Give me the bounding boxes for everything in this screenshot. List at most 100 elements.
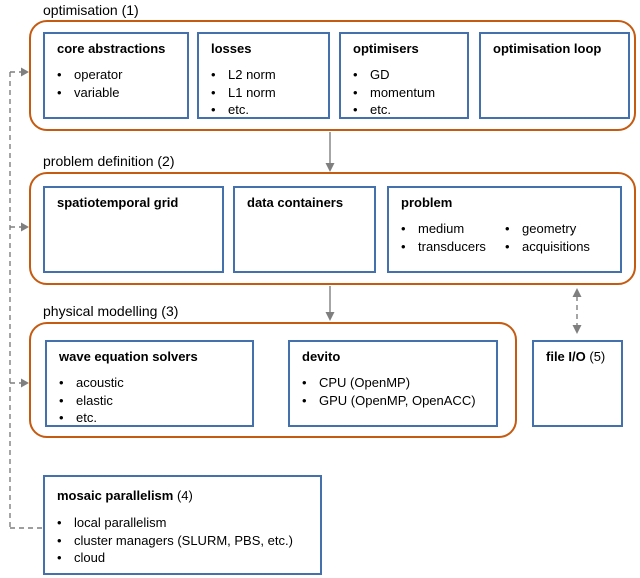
list-item: •L2 norm <box>211 66 320 84</box>
list-item-label: operator <box>74 67 123 82</box>
list-item-label: etc. <box>228 102 249 117</box>
bullet-icon: • <box>353 67 358 82</box>
list-item-label: elastic <box>76 392 113 408</box>
list-item: • local parallelism <box>57 514 312 532</box>
list-item-label: transducers <box>418 238 486 254</box>
box-title: devito <box>302 349 341 364</box>
list-item: • L1 norm <box>211 84 320 102</box>
arrowhead-right-icon <box>21 378 29 388</box>
bullet-column-left: •medium • transducers <box>401 220 505 255</box>
bullet-icon: • <box>505 221 510 236</box>
bullet-icon: • <box>211 84 216 100</box>
box-optimisers: optimisers • GD • momentum • etc. <box>339 32 469 119</box>
list-item: • operator <box>57 66 179 84</box>
bullet-list: •L2 norm • L1 norm • etc. <box>211 66 320 119</box>
list-item-label: local parallelism <box>74 515 167 530</box>
list-item: • etc. <box>353 101 459 119</box>
list-item-label: variable <box>74 84 120 100</box>
box-title: file I/O (5) <box>546 349 613 365</box>
list-item: • cluster managers (SLURM, PBS, etc.) <box>57 532 312 550</box>
box-title-suffix: (5) <box>589 349 606 364</box>
box-title-text: mosaic parallelism <box>57 488 174 503</box>
list-item: • geometry <box>505 220 590 238</box>
arrowhead-down-icon <box>572 325 582 334</box>
box-title: optimisers <box>353 41 419 56</box>
box-title: losses <box>211 41 252 56</box>
list-item: • acquisitions <box>505 238 590 256</box>
list-item-label: cluster managers (SLURM, PBS, etc.) <box>74 532 293 548</box>
bullet-icon: • <box>59 410 64 425</box>
list-item-label: etc. <box>76 410 97 425</box>
bullet-icon: • <box>59 392 64 408</box>
box-title: optimisation loop <box>493 41 602 56</box>
box-title: spatiotemporal grid <box>57 195 179 210</box>
section-label-physical-modelling: physical modelling (3) <box>43 303 179 319</box>
bullet-icon: • <box>401 238 406 254</box>
list-item-label: acquisitions <box>522 238 590 254</box>
box-problem: problem •medium • transducers • geometry •… <box>387 186 622 273</box>
bullet-list: •CPU (OpenMP) •GPU (OpenMP, OpenACC) <box>302 374 488 409</box>
box-title: wave equation solvers <box>59 349 198 364</box>
box-title: problem <box>401 195 453 210</box>
bullet-icon: • <box>211 102 216 117</box>
list-item-label: acoustic <box>76 375 124 390</box>
box-wave-equation-solvers: wave equation solvers • acoustic • elastic… <box>45 340 254 427</box>
box-title-text: file I/O <box>546 349 586 364</box>
bullet-icon: • <box>57 550 62 565</box>
list-item: • etc. <box>211 101 320 119</box>
bullet-list: • operator • variable <box>57 66 179 101</box>
list-item: • elastic <box>59 392 244 410</box>
list-item: •GPU (OpenMP, OpenACC) <box>302 392 488 410</box>
box-title-suffix: (4) <box>176 488 193 503</box>
bullet-icon: • <box>302 392 307 408</box>
list-item-label: momentum <box>370 84 436 100</box>
bullet-icon: • <box>353 102 358 117</box>
section-label-optimisation: optimisation (1) <box>43 2 139 18</box>
arrowhead-down-icon <box>325 163 335 172</box>
bullet-list: • acoustic • elastic • etc. <box>59 374 244 427</box>
bullet-icon: • <box>59 375 64 390</box>
box-spatiotemporal-grid: spatiotemporal grid <box>43 186 224 273</box>
section-label-problem-definition: problem definition (2) <box>43 153 175 169</box>
bullet-icon: • <box>57 67 62 82</box>
box-title: data containers <box>247 195 344 210</box>
list-item: • acoustic <box>59 374 244 392</box>
list-item: • etc. <box>59 409 244 427</box>
list-item-label: L2 norm <box>228 67 276 82</box>
list-item-label: cloud <box>74 550 106 565</box>
bullet-list: • GD • momentum • etc. <box>353 66 459 119</box>
list-item: • momentum <box>353 84 459 102</box>
list-item: •CPU (OpenMP) <box>302 374 488 392</box>
box-mosaic-parallelism: mosaic parallelism (4) • local parallelis… <box>43 475 322 575</box>
list-item-label: GD <box>370 67 390 82</box>
box-devito: devito •CPU (OpenMP) •GPU (OpenMP, OpenA… <box>288 340 498 427</box>
bullet-icon: • <box>57 84 62 100</box>
arrowhead-right-icon <box>21 222 29 232</box>
arrowhead-right-icon <box>21 67 29 77</box>
list-item: • transducers <box>401 238 505 256</box>
bullet-columns: •medium • transducers • geometry • acquisit… <box>401 220 612 255</box>
bullet-icon: • <box>57 515 62 530</box>
arrowhead-down-icon <box>325 312 335 321</box>
arrowhead-up-icon <box>572 288 582 297</box>
box-losses: losses •L2 norm • L1 norm • etc. <box>197 32 330 119</box>
list-item-label: etc. <box>370 102 391 117</box>
list-item-label: L1 norm <box>228 84 276 100</box>
list-item-label: geometry <box>522 221 577 236</box>
bullet-icon: • <box>353 84 358 100</box>
box-file-io: file I/O (5) <box>532 340 623 427</box>
list-item: •medium <box>401 220 505 238</box>
bullet-icon: • <box>401 221 406 236</box>
list-item: • variable <box>57 84 179 102</box>
bullet-icon: • <box>57 532 62 548</box>
bullet-icon: • <box>302 375 307 390</box>
box-optimisation-loop: optimisation loop <box>479 32 630 119</box>
box-title: mosaic parallelism (4) <box>57 488 312 504</box>
bullet-icon: • <box>505 238 510 254</box>
bullet-column-right: • geometry • acquisitions <box>505 220 590 255</box>
box-core-abstractions: core abstractions • operator • variable <box>43 32 189 119</box>
box-title: core abstractions <box>57 41 166 56</box>
list-item: • GD <box>353 66 459 84</box>
box-data-containers: data containers <box>233 186 376 273</box>
